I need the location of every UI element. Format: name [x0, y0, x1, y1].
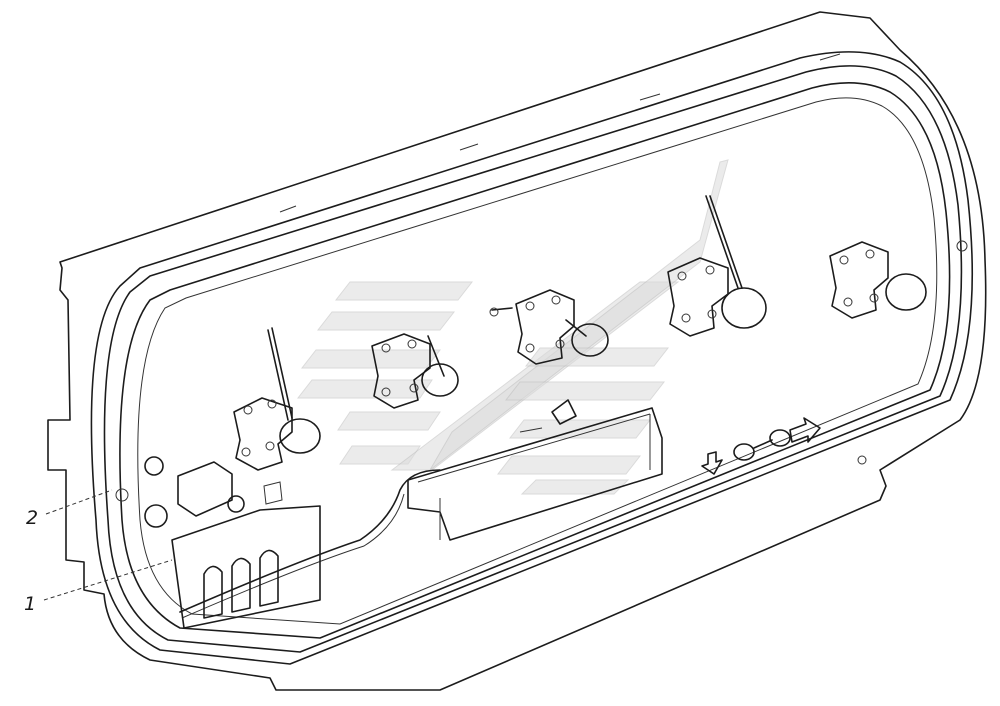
watermark-logo: [296, 159, 729, 495]
wiring-harness: [179, 469, 441, 619]
display-window: [407, 399, 663, 541]
control-knob-assembly: [733, 429, 791, 461]
leader-lines: [43, 489, 173, 601]
callout-2: 2: [26, 507, 38, 529]
panel-housing: [47, 11, 987, 691]
arrow-down-icon: [701, 451, 723, 475]
arrow-right-icon: [789, 417, 821, 443]
mounting-bracket: [144, 456, 321, 629]
callout-1: 1: [24, 593, 36, 615]
gauge-mechanism-5: [829, 241, 927, 319]
gauge-mechanism-2: [371, 333, 459, 409]
gauge-mechanism-1: [233, 327, 321, 471]
gauge-mechanism-3: [489, 289, 609, 365]
gauge-mechanism-4: [667, 195, 767, 337]
